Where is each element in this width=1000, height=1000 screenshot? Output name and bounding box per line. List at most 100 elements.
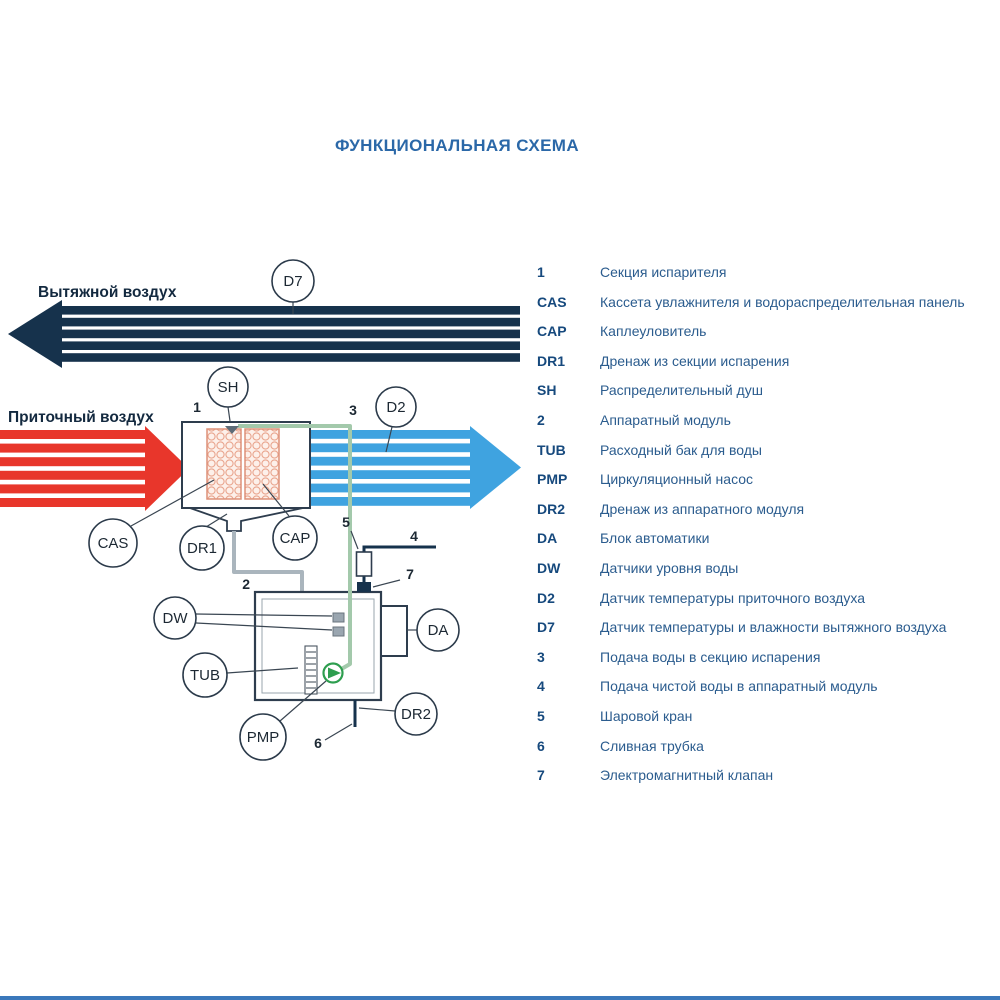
legend-row: CAS Кассета увлажнителя и водораспределит… bbox=[537, 294, 989, 324]
number-6: 6 bbox=[314, 735, 322, 751]
svg-text:PMP: PMP bbox=[247, 729, 280, 746]
exhaust-air-arrow bbox=[8, 300, 520, 368]
label-circle-pmp: PMP bbox=[239, 713, 287, 761]
legend-code: 3 bbox=[537, 648, 545, 665]
page-title: ФУНКЦИОНАЛЬНАЯ СХЕМА bbox=[334, 136, 580, 155]
supply-air-arrow bbox=[0, 426, 189, 511]
exhaust-air-label: Вытяжной воздух bbox=[38, 284, 177, 301]
legend-row: DR2 Дренаж из аппаратного модуля bbox=[537, 501, 989, 531]
legend-code: CAS bbox=[537, 293, 567, 310]
overflow-grate bbox=[304, 645, 318, 695]
legend-label: Датчики уровня воды bbox=[600, 559, 739, 576]
svg-text:CAS: CAS bbox=[98, 535, 129, 552]
label-circle-da: DA bbox=[416, 608, 460, 652]
shower-head bbox=[225, 426, 239, 434]
legend-label: Кассета увлажнителя и водораспределитель… bbox=[600, 293, 965, 310]
bottom-divider bbox=[0, 996, 1000, 1000]
svg-text:SH: SH bbox=[218, 379, 239, 396]
legend-code: SH bbox=[537, 382, 557, 399]
legend-label: Секция испарителя bbox=[600, 264, 727, 280]
svg-text:DW: DW bbox=[163, 610, 189, 627]
legend-code: 2 bbox=[537, 411, 545, 428]
legend-code: DR2 bbox=[537, 500, 566, 517]
legend-label: Дренаж из аппаратного модуля bbox=[600, 500, 805, 517]
ball-valve bbox=[355, 551, 373, 577]
label-circle-d7: D7 bbox=[271, 259, 315, 303]
number-3: 3 bbox=[349, 402, 357, 418]
legend-row: DW Датчики уровня воды bbox=[537, 560, 989, 590]
label-circle-sh: SH bbox=[207, 366, 249, 408]
legend-row: D2 Датчик температуры приточного воздуха bbox=[537, 590, 989, 620]
legend-code: 7 bbox=[537, 767, 545, 784]
svg-text:DR2: DR2 bbox=[401, 706, 431, 723]
circulation-pump bbox=[322, 662, 344, 684]
automation-unit-box bbox=[380, 605, 408, 657]
legend: 1 Секция испарителя CAS Кассета увлажнител… bbox=[537, 264, 989, 797]
svg-text:CAP: CAP bbox=[280, 530, 311, 547]
legend-code: DR1 bbox=[537, 352, 566, 369]
label-circle-cas: CAS bbox=[88, 518, 138, 568]
water-tank bbox=[261, 598, 375, 694]
legend-label: Датчик температуры приточного воздуха bbox=[600, 589, 865, 606]
legend-label: Подача воды в секцию испарения bbox=[600, 648, 821, 665]
legend-label: Аппаратный модуль bbox=[600, 411, 731, 428]
legend-row: DR1 Дренаж из секции испарения bbox=[537, 353, 989, 383]
legend-code: DA bbox=[537, 530, 558, 547]
number-4: 4 bbox=[410, 528, 418, 544]
supply-air-label: Приточный воздух bbox=[8, 409, 154, 426]
number-2: 2 bbox=[242, 576, 250, 592]
legend-label: Датчик температуры и влажности вытяжного… bbox=[600, 619, 947, 636]
label-circle-dw: DW bbox=[153, 596, 197, 640]
legend-row: 4 Подача чистой воды в аппаратный модуль bbox=[537, 678, 989, 708]
legend-code: D7 bbox=[537, 619, 555, 636]
water-supply-pipe bbox=[238, 424, 352, 673]
svg-text:DA: DA bbox=[428, 622, 449, 639]
legend-row: SH Распределительный душ bbox=[537, 382, 989, 412]
legend-row: 2 Аппаратный модуль bbox=[537, 412, 989, 442]
legend-row: D7 Датчик температуры и влажности вытяжно… bbox=[537, 619, 989, 649]
legend-label: Каплеуловитель bbox=[600, 323, 707, 340]
legend-label: Шаровой кран bbox=[600, 707, 693, 724]
drain-pipe-dr1 bbox=[232, 531, 304, 592]
water-level-sensor bbox=[332, 626, 345, 637]
legend-row: 1 Секция испарителя bbox=[537, 264, 989, 294]
label-circle-dr2: DR2 bbox=[394, 692, 438, 736]
legend-row: 3 Подача воды в секцию испарения bbox=[537, 649, 989, 679]
legend-code: 5 bbox=[537, 707, 545, 724]
clean-water-pipe bbox=[362, 545, 436, 588]
processed-air-arrow bbox=[311, 426, 521, 509]
legend-code: 6 bbox=[537, 737, 545, 754]
number-7: 7 bbox=[406, 566, 414, 582]
legend-code: 4 bbox=[537, 678, 545, 695]
legend-label: Сливная трубка bbox=[600, 737, 704, 754]
legend-row: 6 Сливная трубка bbox=[537, 738, 989, 768]
legend-label: Дренаж из секции испарения bbox=[600, 352, 790, 369]
legend-row: 5 Шаровой кран bbox=[537, 708, 989, 738]
humidifier-cassette bbox=[206, 428, 242, 500]
svg-text:TUB: TUB bbox=[190, 667, 220, 684]
legend-label: Подача чистой воды в аппаратный модуль bbox=[600, 678, 878, 695]
leader-lines bbox=[130, 302, 417, 741]
label-circle-cap: CAP bbox=[272, 515, 318, 561]
hardware-module bbox=[232, 531, 408, 702]
label-circle-tub: TUB bbox=[182, 652, 228, 698]
legend-code: PMP bbox=[537, 471, 568, 488]
svg-text:DR1: DR1 bbox=[187, 540, 217, 557]
droplet-eliminator-cassette bbox=[244, 428, 280, 500]
svg-text:D7: D7 bbox=[283, 273, 302, 290]
svg-text:D2: D2 bbox=[386, 399, 405, 416]
legend-row: TUB Расходный бак для воды bbox=[537, 442, 989, 472]
legend-label: Распределительный душ bbox=[600, 382, 763, 399]
legend-label: Циркуляционный насос bbox=[600, 471, 754, 488]
legend-label: Электромагнитный клапан bbox=[600, 767, 774, 784]
number-5: 5 bbox=[342, 514, 350, 530]
legend-code: TUB bbox=[537, 441, 566, 458]
legend-code: 1 bbox=[537, 264, 545, 280]
legend-code: D2 bbox=[537, 589, 555, 606]
legend-code: DW bbox=[537, 559, 561, 576]
solenoid-valve bbox=[357, 582, 371, 592]
legend-label: Расходный бак для воды bbox=[600, 441, 762, 458]
